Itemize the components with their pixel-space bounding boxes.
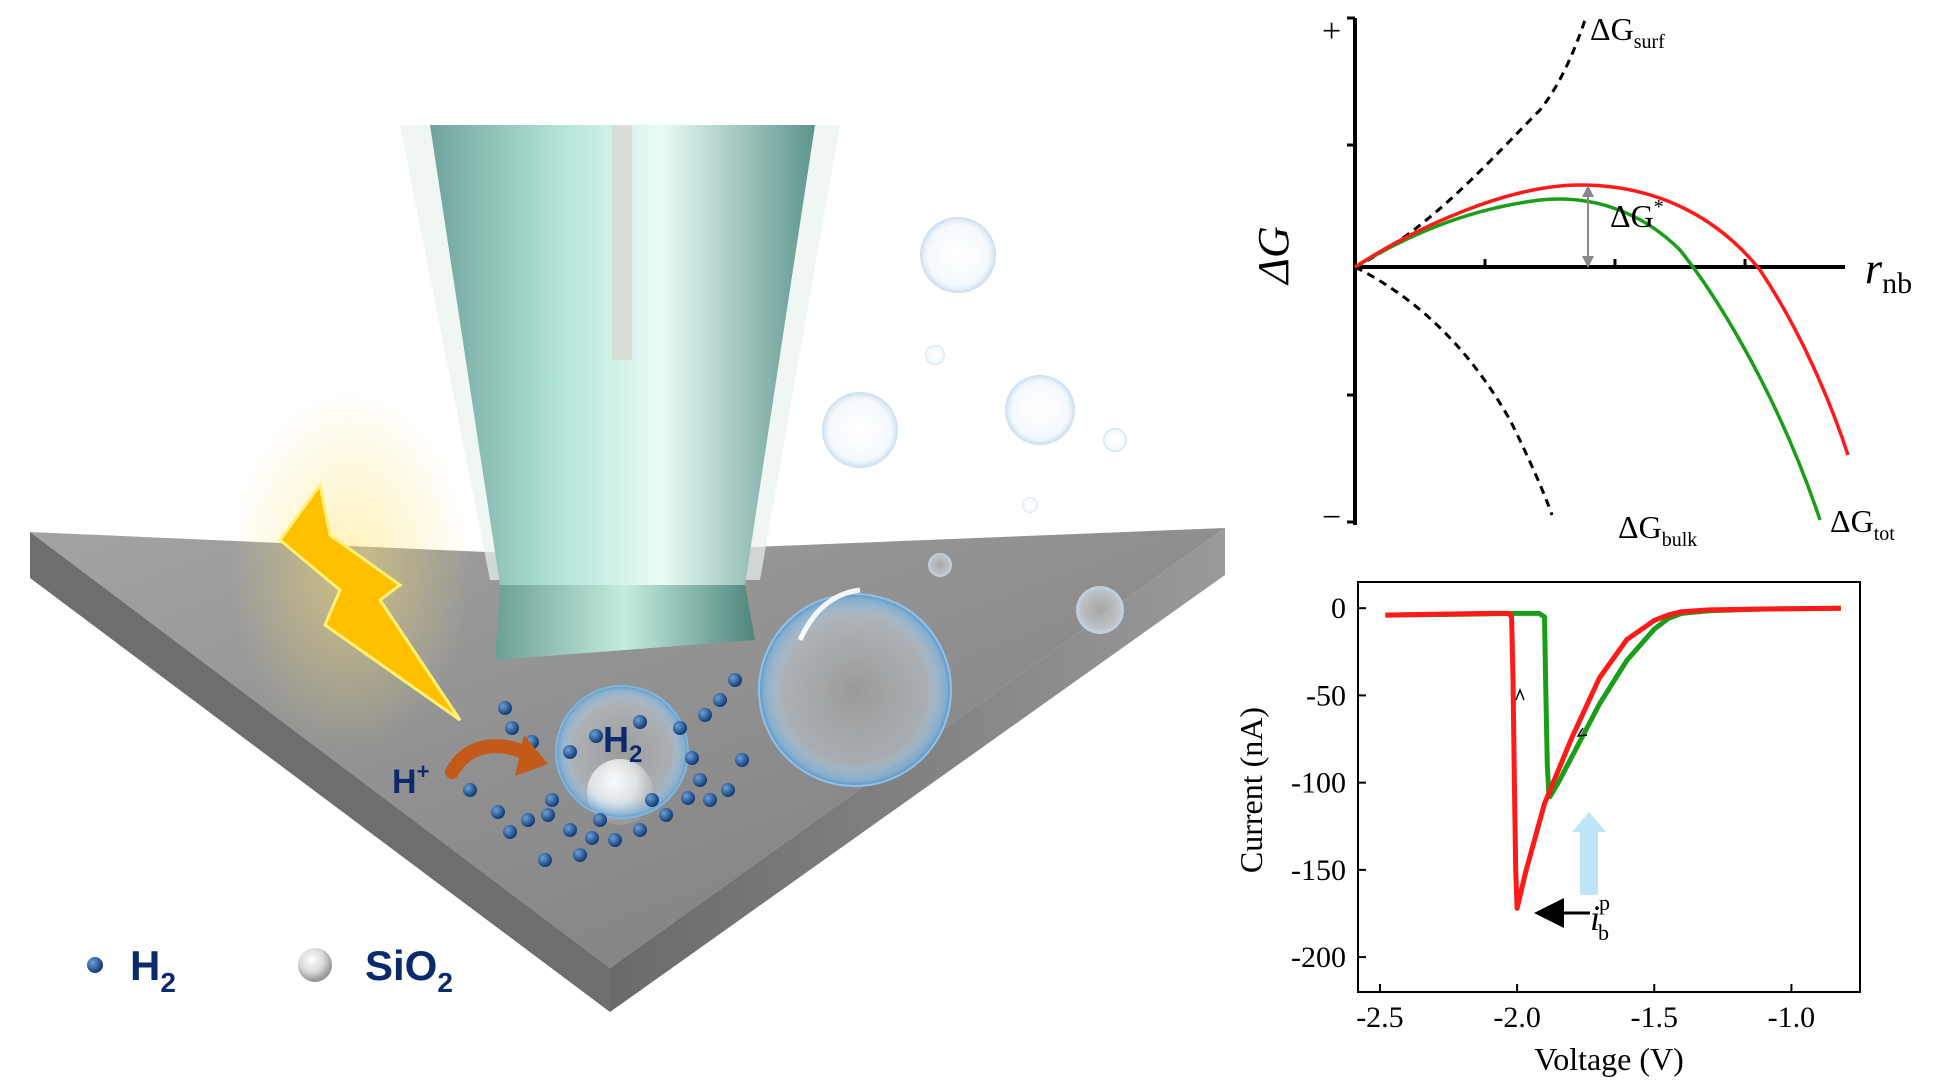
h2-molecule (713, 693, 727, 707)
h2-molecule (633, 823, 647, 837)
sio2-particle-icon (298, 948, 332, 982)
series-dg-tot-line (1354, 197, 1822, 521)
up-arrow-icon (1580, 830, 1598, 895)
series-dg-surf-line (1354, 19, 1587, 269)
h2-molecule (608, 833, 622, 847)
voltammogram-chart: -2.5 -2.0 -1.5 -1.0 0 -50 -100 -150 -200 Voltage… (1233, 581, 1861, 1077)
h2-molecule (703, 793, 717, 807)
cv-axis-ticks: -2.5 -2.0 -1.5 -1.0 0 -50 -100 -150 -200 (1291, 592, 1815, 1034)
cv-x-tick-label: -1.5 (1631, 1001, 1679, 1034)
h2-molecule (541, 808, 555, 822)
h2-molecule-icon (87, 957, 103, 973)
label-dg-tot: ΔGtot (1830, 503, 1895, 545)
barrier-label: ΔG* (1610, 196, 1664, 234)
h2-molecule (735, 753, 749, 767)
lightning-icon (230, 390, 470, 750)
series-dg-bulk-line (1354, 265, 1554, 516)
energy-y-label: ΔG (1249, 226, 1298, 286)
cv-series (1385, 605, 1841, 911)
energy-tick-minus: − (1322, 499, 1341, 536)
h2-molecule (505, 721, 519, 735)
bubble-h2-label: H2 (603, 719, 642, 768)
legend-sio2: SiO2 (365, 942, 453, 998)
h2-molecule (563, 823, 577, 837)
energy-tick-plus: + (1322, 13, 1341, 50)
cv-arrows (1515, 687, 1588, 737)
cv-red-line (1385, 605, 1841, 911)
nanopipette-tip (400, 125, 840, 660)
cv-y-tick-label: -150 (1291, 854, 1346, 887)
label-dg-surf: ΔGsurf (1590, 11, 1665, 53)
h2-molecule (498, 701, 512, 715)
cv-y-tick-label: -100 (1291, 767, 1346, 800)
h2-molecule (545, 793, 559, 807)
h2-molecule (673, 721, 687, 735)
cv-x-label: Voltage (V) (1534, 1041, 1684, 1077)
h2-molecule (685, 751, 699, 765)
cv-y-tick-label: -50 (1306, 679, 1346, 712)
legend-h2: H2 (130, 942, 176, 998)
h2-molecule (693, 773, 707, 787)
series-red-line (1354, 183, 1850, 456)
h2-molecule (593, 813, 607, 827)
cv-x-tick-label: -2.5 (1356, 1001, 1404, 1034)
peak-label: ibp (1590, 890, 1610, 945)
h2-molecule (491, 805, 505, 819)
h2-molecule (645, 793, 659, 807)
h2-molecule (563, 745, 577, 759)
nanobubble-on-particle: H2 (555, 685, 689, 825)
cv-y-label: Current (nA) (1233, 707, 1269, 873)
energy-x-label: rnb (1865, 244, 1912, 300)
cv-y-tick-label: -200 (1291, 941, 1346, 974)
proton-label: H+ (392, 759, 429, 801)
h2-molecule (721, 783, 735, 797)
proton-transfer-arrow (445, 735, 548, 779)
floating-bubbles (758, 217, 1127, 787)
hydrogen-bubble-illustration: H2 H+ H2 SiO2 (30, 125, 1225, 1012)
legend: H2 SiO2 (87, 942, 453, 998)
h2-molecule (633, 715, 647, 729)
h2-molecule (538, 853, 552, 867)
h2-molecule (698, 708, 712, 722)
label-dg-bulk: ΔGbulk (1618, 509, 1697, 551)
cv-green-line (1385, 605, 1841, 800)
h2-molecule (503, 825, 517, 839)
cv-x-tick-label: -1.0 (1768, 1001, 1816, 1034)
cv-x-tick-label: -2.0 (1493, 1001, 1541, 1034)
h2-molecule (589, 729, 603, 743)
cv-y-tick-label: 0 (1331, 592, 1346, 625)
free-energy-chart: + − ΔG rnb ΔG* ΔGsurf ΔGbulk ΔGtot (1249, 11, 1912, 551)
h2-molecule (521, 813, 535, 827)
h2-molecule (573, 848, 587, 862)
h2-molecule (681, 791, 695, 805)
h2-molecule (728, 673, 742, 687)
h2-molecules (463, 673, 749, 867)
h2-molecule (585, 831, 599, 845)
h2-molecule (659, 808, 673, 822)
h2-molecule (463, 783, 477, 797)
cv-plot-frame (1357, 581, 1861, 993)
